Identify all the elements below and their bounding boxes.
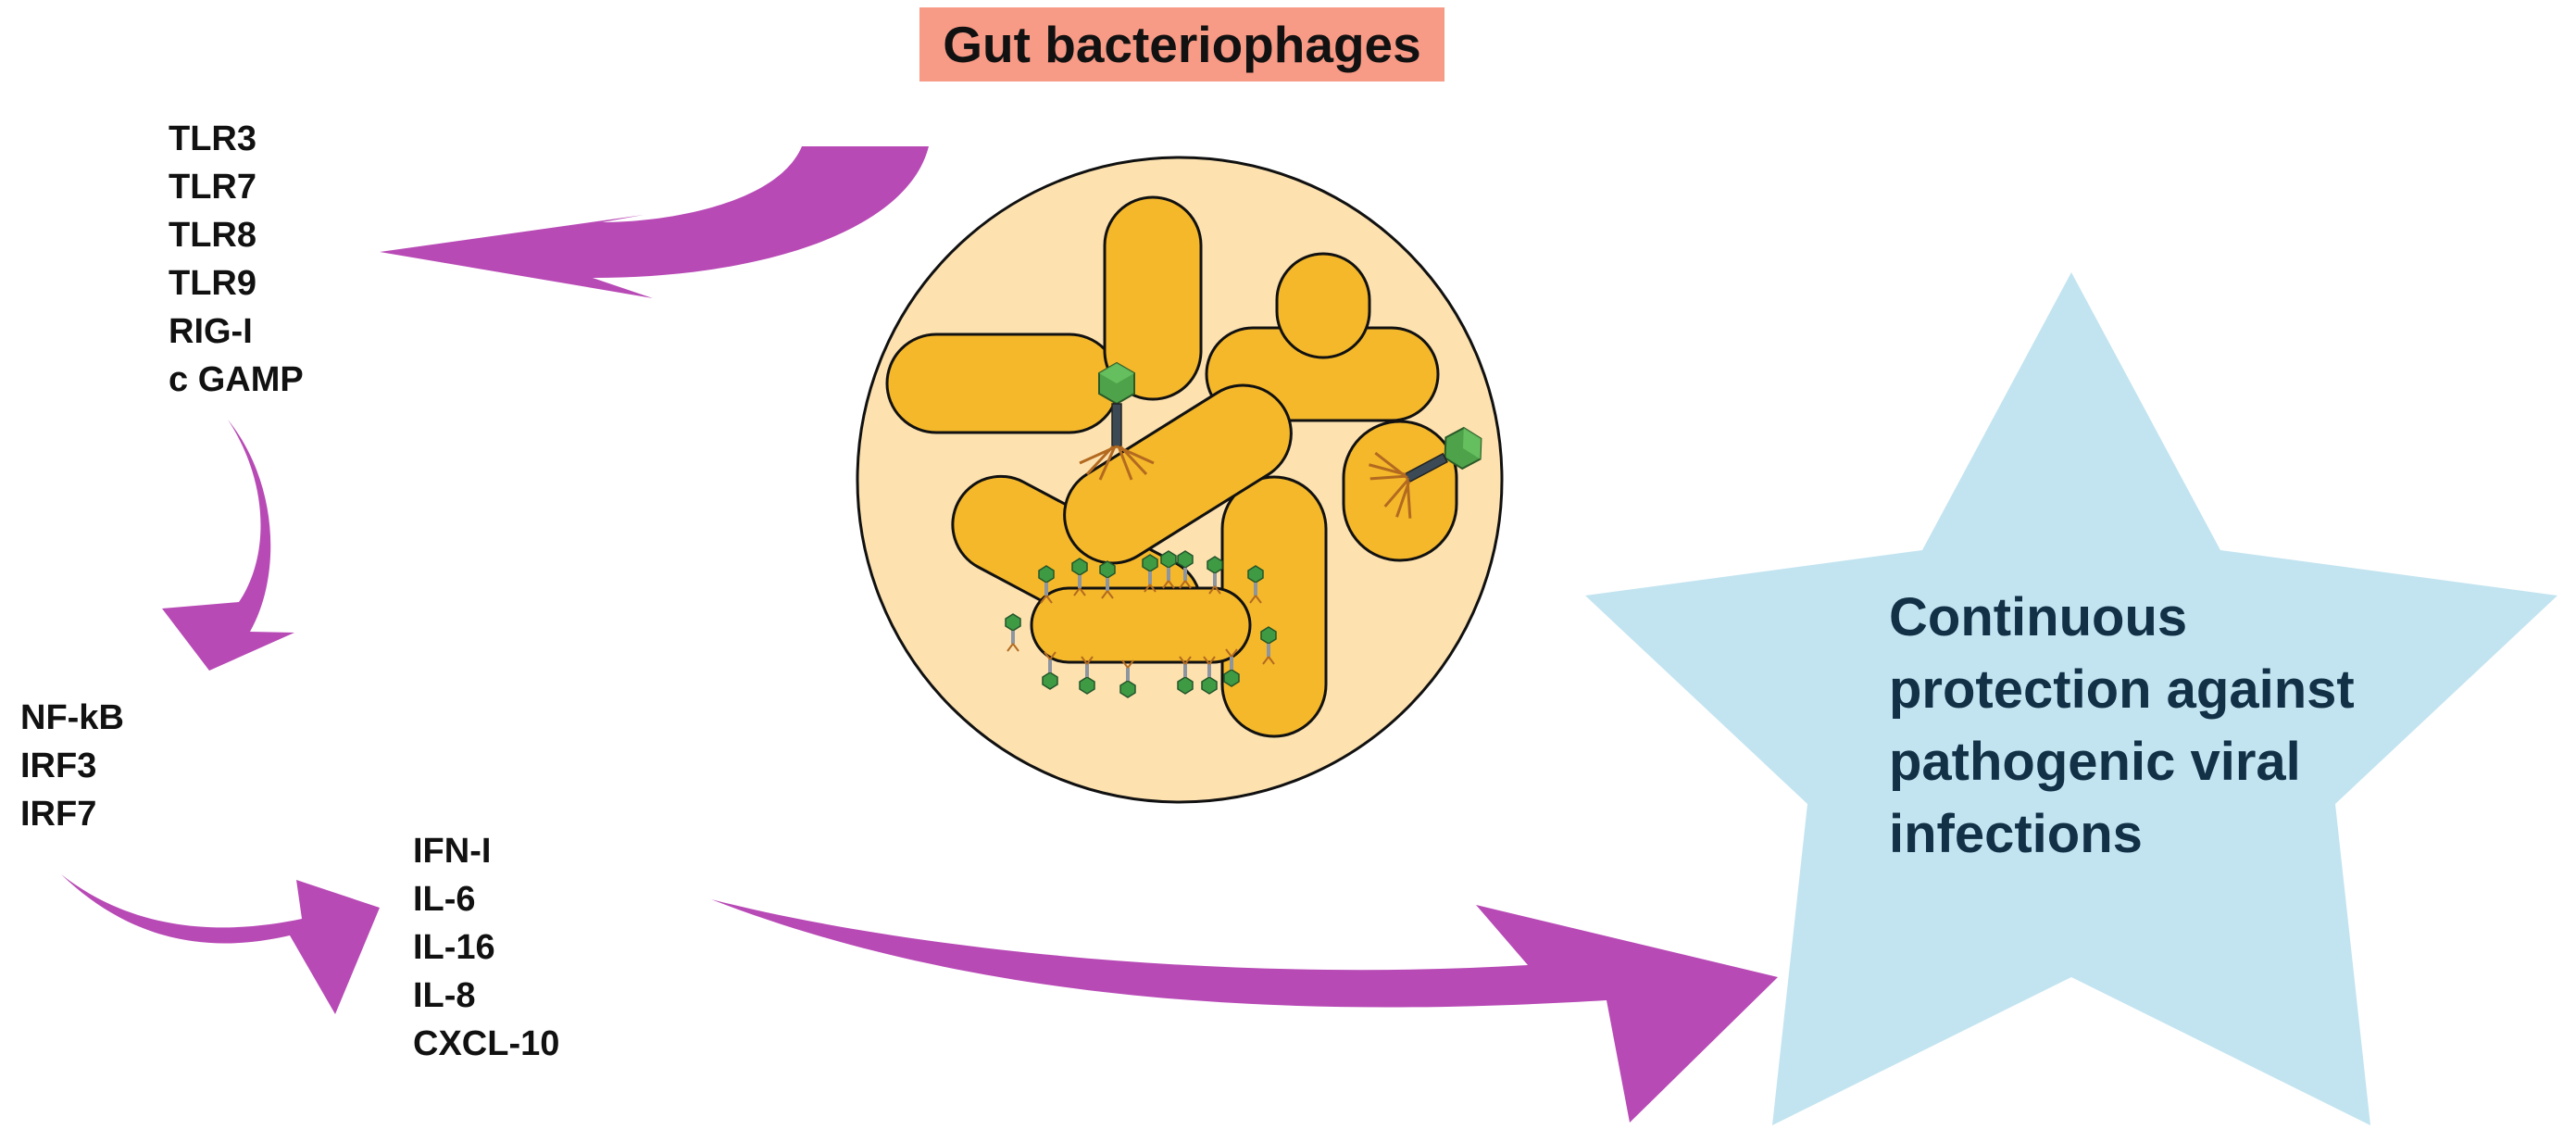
bacteria-circle — [856, 156, 1504, 804]
arrow-cytokines-to-protection — [711, 899, 1778, 1123]
cytokine-label: IFN-I — [413, 832, 492, 871]
receptor-label: c GAMP — [169, 360, 304, 399]
cytokine-label: CXCL-10 — [413, 1024, 560, 1063]
arrow-phages-to-receptors — [380, 146, 929, 298]
receptor-label: RIG-I — [169, 312, 253, 351]
protection-star — [1585, 272, 2557, 1125]
receptor-label: TLR7 — [169, 168, 256, 207]
cytokine-label: IL-8 — [413, 976, 476, 1015]
transcription-factor-list: NF-kB IRF3 IRF7 — [20, 694, 124, 838]
cytokine-list: IFN-I IL-6 IL-16 IL-8 CXCL-10 — [413, 827, 559, 1068]
arrow-factors-to-cytokines — [61, 874, 380, 1014]
title: Gut bacteriophages — [919, 7, 1444, 82]
receptor-label: TLR8 — [169, 216, 256, 255]
cytokine-label: IL-6 — [413, 880, 476, 919]
factor-label: IRF3 — [20, 747, 97, 785]
cytokine-label: IL-16 — [413, 928, 495, 967]
arrow-receptors-to-factors — [162, 420, 294, 671]
receptor-list: TLR3 TLR7 TLR8 TLR9 RIG-I c GAMP — [169, 115, 304, 404]
outcome-text: Continuous protection against pathogenic… — [1889, 587, 2355, 864]
receptor-label: TLR9 — [169, 264, 256, 303]
factor-label: IRF7 — [20, 795, 97, 834]
factor-label: NF-kB — [20, 698, 124, 737]
receptor-label: TLR3 — [169, 119, 256, 158]
